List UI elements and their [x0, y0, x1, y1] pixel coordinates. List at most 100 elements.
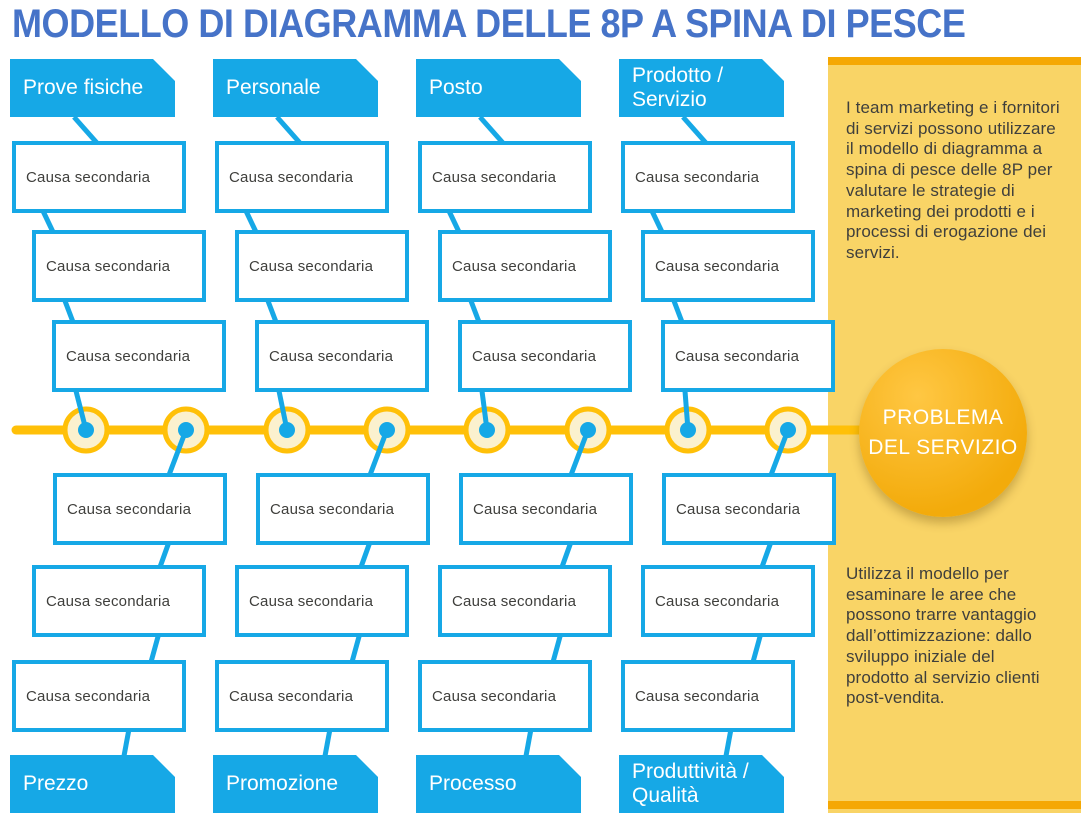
cause-box-label: Causa secondaria: [472, 347, 597, 365]
cause-box-label: Causa secondaria: [473, 500, 598, 518]
cause-box-label: Causa secondaria: [432, 168, 557, 186]
cause-box[interactable]: Causa secondaria: [32, 565, 206, 637]
connector-line: [322, 728, 333, 757]
cause-box[interactable]: Causa secondaria: [438, 565, 612, 637]
cause-box-label: Causa secondaria: [655, 257, 780, 275]
cause-box[interactable]: Causa secondaria: [52, 320, 226, 392]
spine-node-dot: [780, 422, 796, 438]
cause-box[interactable]: Causa secondaria: [641, 565, 815, 637]
spine-node-dot: [78, 422, 94, 438]
cause-box[interactable]: Causa secondaria: [621, 660, 795, 732]
cause-box[interactable]: Causa secondaria: [235, 565, 409, 637]
connector-line: [523, 728, 534, 757]
connector-line: [750, 632, 764, 663]
cause-box-label: Causa secondaria: [452, 257, 577, 275]
problem-circle[interactable]: PROBLEMA DEL SERVIZIO: [859, 349, 1027, 517]
connector-line: [121, 728, 132, 757]
category-tab-label: Promozione: [226, 772, 339, 796]
cause-box[interactable]: Causa secondaria: [459, 473, 633, 545]
connector-line: [446, 209, 462, 234]
cause-box-label: Causa secondaria: [676, 500, 801, 518]
spine-node-dot: [580, 422, 596, 438]
connector-line: [349, 632, 363, 663]
sidebar-usage-text: Utilizza il modello per esaminare le are…: [846, 564, 1040, 708]
connector-line: [768, 429, 791, 476]
connector-line: [148, 632, 162, 663]
category-tab-bottom-3[interactable]: Processo: [416, 755, 581, 813]
cause-box-label: Causa secondaria: [635, 687, 760, 705]
connector-line: [358, 541, 373, 568]
connector-line: [671, 300, 685, 323]
cause-box[interactable]: Causa secondaria: [255, 320, 429, 392]
cause-box[interactable]: Causa secondaria: [215, 141, 389, 213]
connector-line: [568, 429, 591, 476]
category-tab-label: Prove fisiche: [23, 76, 144, 100]
cause-box[interactable]: Causa secondaria: [215, 660, 389, 732]
cause-box[interactable]: Causa secondaria: [418, 660, 592, 732]
category-tab-label: Prodotto / Servizio: [632, 64, 724, 111]
cause-box[interactable]: Causa secondaria: [641, 230, 815, 302]
category-tab-top-2[interactable]: Personale: [213, 59, 378, 117]
cause-box[interactable]: Causa secondaria: [418, 141, 592, 213]
spine-node-dot: [178, 422, 194, 438]
connector-line: [723, 728, 734, 757]
connector-line: [759, 541, 774, 568]
category-tab-top-1[interactable]: Prove fisiche: [10, 59, 175, 117]
spine-node-dot: [379, 422, 395, 438]
connector-line: [243, 209, 259, 234]
sidebar-intro-text: I team marketing e i fornitori di serviz…: [846, 98, 1060, 263]
spine-node-dot: [680, 422, 696, 438]
cause-box-label: Causa secondaria: [66, 347, 191, 365]
cause-box[interactable]: Causa secondaria: [32, 230, 206, 302]
cause-box[interactable]: Causa secondaria: [438, 230, 612, 302]
connector-line: [157, 541, 172, 568]
cause-box[interactable]: Causa secondaria: [256, 473, 430, 545]
connector-line: [478, 115, 505, 145]
cause-box[interactable]: Causa secondaria: [53, 473, 227, 545]
connector-line: [275, 115, 302, 145]
connector-line: [72, 115, 99, 145]
connector-line: [559, 541, 574, 568]
category-tab-label: Processo: [429, 772, 517, 796]
cause-box-label: Causa secondaria: [249, 257, 374, 275]
connector-line: [367, 429, 390, 476]
connector-line: [550, 632, 564, 663]
cause-box[interactable]: Causa secondaria: [458, 320, 632, 392]
category-tab-bottom-1[interactable]: Prezzo: [10, 755, 175, 813]
category-tab-label: Produttività / Qualità: [632, 760, 749, 807]
category-tab-top-4[interactable]: Prodotto / Servizio: [619, 59, 784, 117]
spine-node-dot: [279, 422, 295, 438]
cause-box-label: Causa secondaria: [229, 168, 354, 186]
cause-box-label: Causa secondaria: [452, 592, 577, 610]
connector-line: [468, 300, 482, 323]
sidebar-bottom-stripe: [828, 801, 1081, 809]
cause-box-label: Causa secondaria: [675, 347, 800, 365]
cause-box[interactable]: Causa secondaria: [621, 141, 795, 213]
cause-box-label: Causa secondaria: [46, 592, 171, 610]
cause-box[interactable]: Causa secondaria: [12, 141, 186, 213]
category-tab-bottom-2[interactable]: Promozione: [213, 755, 378, 813]
cause-box[interactable]: Causa secondaria: [235, 230, 409, 302]
page-title: MODELLO DI DIAGRAMMA DELLE 8P A SPINA DI…: [12, 2, 966, 46]
cause-box-label: Causa secondaria: [46, 257, 171, 275]
cause-box-label: Causa secondaria: [635, 168, 760, 186]
cause-box-label: Causa secondaria: [67, 500, 192, 518]
connector-line: [62, 300, 76, 323]
sidebar-top-stripe: [828, 57, 1081, 65]
cause-box-label: Causa secondaria: [269, 347, 394, 365]
category-tab-top-3[interactable]: Posto: [416, 59, 581, 117]
spine-node-dot: [479, 422, 495, 438]
cause-box-label: Causa secondaria: [229, 687, 354, 705]
cause-box[interactable]: Causa secondaria: [661, 320, 835, 392]
category-tab-label: Prezzo: [23, 772, 89, 796]
connector-line: [40, 209, 56, 234]
cause-box[interactable]: Causa secondaria: [12, 660, 186, 732]
cause-box-label: Causa secondaria: [249, 592, 374, 610]
problem-label: PROBLEMA DEL SERVIZIO: [868, 405, 1018, 459]
connector-line: [649, 209, 665, 234]
category-tab-label: Personale: [226, 76, 321, 100]
cause-box[interactable]: Causa secondaria: [662, 473, 836, 545]
category-tab-bottom-4[interactable]: Produttività / Qualità: [619, 755, 784, 813]
